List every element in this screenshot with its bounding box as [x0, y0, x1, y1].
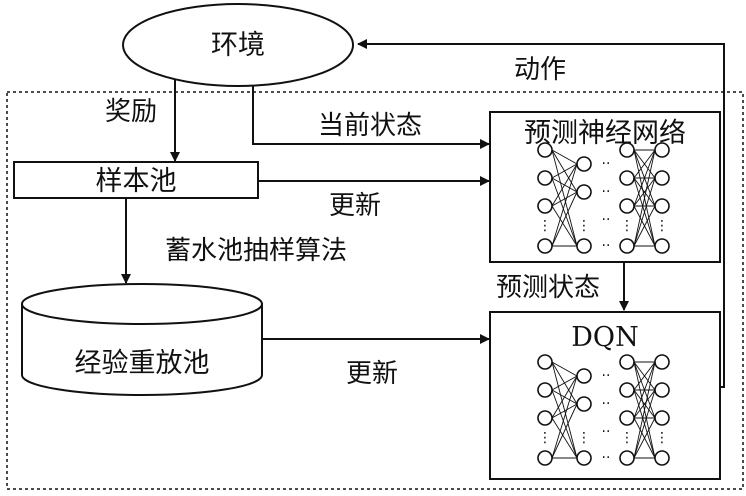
network-connection: [551, 191, 578, 247]
network-connection: [551, 403, 578, 459]
environment-label: 环境: [211, 30, 265, 61]
vertical-ellipsis: ⋮: [655, 218, 669, 234]
network-connection: [551, 389, 578, 459]
network-connection: [551, 361, 578, 459]
network-connection: [551, 375, 578, 419]
network-connection: [551, 163, 578, 247]
neuron: [619, 142, 635, 158]
dqn-node: DQN ⋮ ⋮ ⋮ ⋮ ·· ·· ·· ··: [489, 311, 721, 480]
sample-pool-label: 样本池: [96, 166, 177, 197]
neuron: [537, 142, 553, 158]
neuron: [654, 410, 670, 426]
action-label: 动作: [514, 55, 566, 85]
neuron: [619, 410, 635, 426]
network-connection: [551, 361, 578, 377]
network-connection: [633, 205, 656, 247]
horizontal-ellipsis: ··: [602, 368, 611, 384]
vertical-ellipsis: ⋮: [620, 218, 634, 234]
network-connection: [633, 149, 656, 179]
network-connection: [551, 375, 578, 391]
predicted-state-label: 预测状态: [496, 273, 600, 303]
network-connection: [551, 177, 578, 247]
vertical-ellipsis: ⋮: [577, 218, 591, 234]
horizontal-ellipsis: ··: [602, 424, 611, 440]
neuron: [654, 354, 670, 370]
horizontal-ellipsis: ··: [602, 396, 611, 412]
neuron: [654, 170, 670, 186]
update-bottom-label: 更新: [346, 359, 398, 389]
neuron: [537, 382, 553, 398]
network-connection: [551, 163, 578, 207]
vertical-ellipsis: ⋮: [538, 430, 552, 446]
neuron: [654, 382, 670, 398]
reservoir-sampling-label: 蓄水池抽样算法: [165, 236, 347, 266]
prediction-net-graphic: ⋮ ⋮ ⋮ ⋮ ·· ·· ·· ··: [537, 142, 670, 254]
prediction-net-node: 预测神经网络 ⋮⋮⋮⋮········: [489, 111, 721, 263]
neuron: [654, 142, 670, 158]
network-connection: [633, 361, 656, 419]
vertical-ellipsis: ⋮: [577, 430, 591, 446]
update-top-label: 更新: [329, 191, 381, 221]
current-state-label: 当前状态: [318, 111, 422, 141]
network-connection: [551, 417, 578, 459]
sample-pool-node: 样本池: [13, 161, 259, 199]
dqn-net-graphic: ⋮ ⋮ ⋮ ⋮ ·· ·· ·· ··: [537, 354, 670, 466]
network-connection: [633, 177, 656, 247]
neuron: [537, 450, 553, 466]
neuron: [654, 198, 670, 214]
neuron: [537, 198, 553, 214]
neuron: [576, 156, 592, 172]
neuron: [537, 354, 553, 370]
network-connection: [633, 389, 656, 459]
network-connection: [633, 389, 656, 419]
network-connection: [633, 361, 656, 459]
neuron: [576, 368, 592, 384]
neuron: [619, 382, 635, 398]
neuron: [654, 238, 670, 254]
vertical-ellipsis: ⋮: [538, 218, 552, 234]
dqn-label: DQN: [571, 322, 638, 353]
environment-node: 环境: [122, 3, 354, 87]
network-connection: [633, 149, 656, 247]
network-connection: [633, 361, 656, 391]
network-connection: [551, 149, 578, 247]
network-connection: [633, 417, 656, 459]
network-connection: [551, 191, 578, 207]
current-state-arrow: [252, 86, 490, 149]
network-connection: [551, 205, 578, 247]
neuron: [537, 170, 553, 186]
vertical-ellipsis: ⋮: [620, 430, 634, 446]
vertical-ellipsis: ⋮: [655, 430, 669, 446]
network-connection: [551, 375, 578, 459]
neuron: [576, 184, 592, 200]
system-boundary: [6, 91, 744, 490]
reward-label: 奖励: [105, 97, 157, 127]
network-connection: [551, 163, 578, 179]
neuron: [537, 238, 553, 254]
network-connection: [633, 177, 656, 207]
neuron: [619, 238, 635, 254]
neuron: [654, 450, 670, 466]
neuron: [619, 198, 635, 214]
neuron: [619, 170, 635, 186]
replay-pool-label: 经验重放池: [75, 348, 210, 379]
network-connection: [551, 149, 578, 165]
horizontal-ellipsis: ··: [602, 156, 611, 172]
horizontal-ellipsis: ··: [602, 238, 611, 254]
neuron: [576, 450, 592, 466]
neuron: [619, 450, 635, 466]
network-connection: [551, 403, 578, 419]
neuron: [576, 396, 592, 412]
horizontal-ellipsis: ··: [602, 212, 611, 228]
replay-pool-node: 经验重放池: [21, 283, 263, 396]
neuron: [537, 410, 553, 426]
horizontal-ellipsis: ··: [602, 450, 611, 466]
neuron: [619, 354, 635, 370]
neuron: [576, 238, 592, 254]
horizontal-ellipsis: ··: [602, 184, 611, 200]
network-connection: [633, 149, 656, 207]
